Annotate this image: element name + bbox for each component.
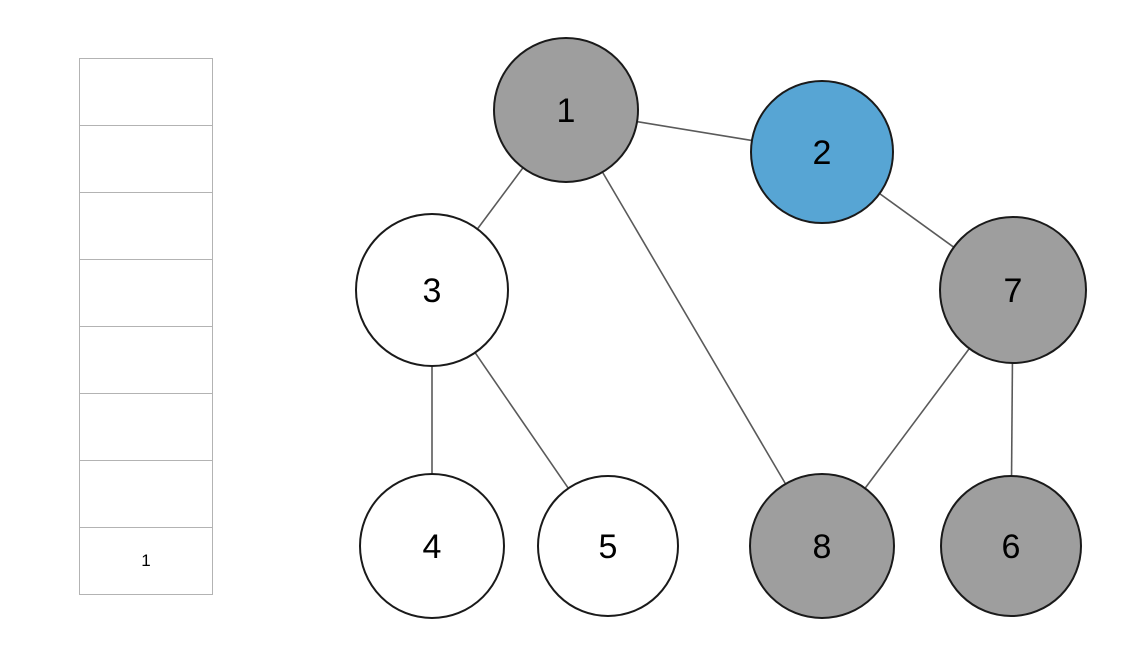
stack-cell[interactable]	[80, 327, 212, 394]
graph-node[interactable]: 1	[493, 37, 639, 183]
graph-node[interactable]: 4	[359, 473, 505, 619]
node-circle[interactable]	[749, 473, 895, 619]
stack-cell[interactable]	[80, 260, 212, 327]
node-circle[interactable]	[939, 216, 1087, 364]
stack-cell[interactable]	[80, 193, 212, 260]
graph-node[interactable]: 8	[749, 473, 895, 619]
graph-node[interactable]: 2	[750, 80, 894, 224]
stack-cell[interactable]	[80, 394, 212, 461]
stack-cell[interactable]: 1	[80, 528, 212, 594]
graph-edge	[863, 346, 972, 491]
graph-node[interactable]: 5	[537, 475, 679, 617]
node-circle[interactable]	[355, 213, 509, 367]
stack-cell[interactable]	[80, 126, 212, 193]
node-circle[interactable]	[750, 80, 894, 224]
graph-edge	[634, 120, 755, 142]
node-circle[interactable]	[493, 37, 639, 183]
graph-edge	[877, 191, 956, 250]
graph-node[interactable]: 6	[940, 475, 1082, 617]
stack-cell[interactable]	[80, 461, 212, 528]
stack-cell[interactable]	[80, 59, 212, 126]
stack-panel: 1	[79, 58, 213, 595]
node-circle[interactable]	[537, 475, 679, 617]
graph-node[interactable]: 3	[355, 213, 509, 367]
node-circle[interactable]	[359, 473, 505, 619]
graph-edge	[600, 169, 788, 487]
graph-node[interactable]: 7	[939, 216, 1087, 364]
node-circle[interactable]	[940, 475, 1082, 617]
graph-edge	[475, 165, 525, 232]
graph-edge	[1010, 360, 1014, 479]
edge-layer	[431, 120, 1014, 491]
graph-edge	[473, 350, 571, 491]
